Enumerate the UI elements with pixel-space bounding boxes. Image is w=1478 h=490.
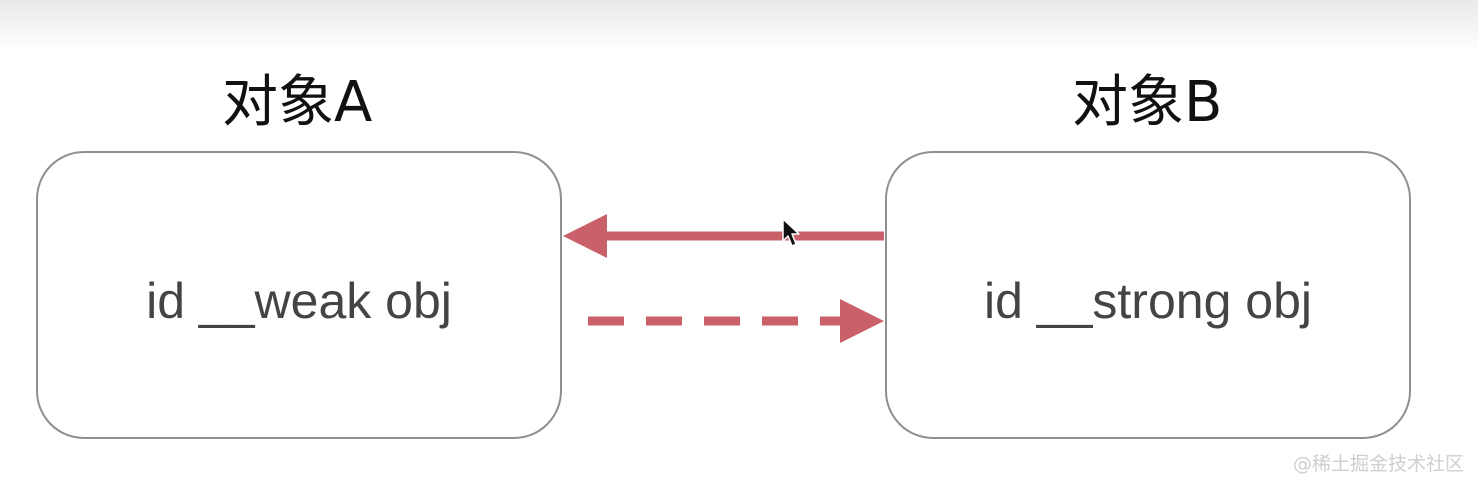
object-a-box: id __weak obj [36, 151, 562, 439]
watermark: @稀土掘金技术社区 [1292, 453, 1464, 475]
object-b-title: 对象B [1072, 70, 1223, 135]
object-a-label: id __weak obj [146, 273, 452, 329]
object-b-label: id __strong obj [983, 273, 1312, 329]
weak-reference-arrow [588, 299, 884, 343]
object-a-title: 对象A [222, 70, 373, 135]
weak-reference-arrowhead [840, 299, 884, 343]
top-shade [0, 0, 1478, 52]
strong-reference-arrow [563, 214, 884, 258]
object-b-box: id __strong obj [885, 151, 1411, 439]
mouse-cursor-icon [782, 218, 800, 247]
strong-reference-arrowhead [563, 214, 607, 258]
